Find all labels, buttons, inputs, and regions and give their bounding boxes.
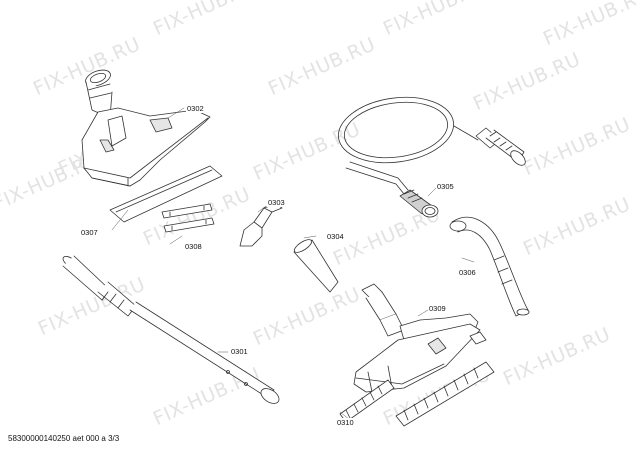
part-label-0302: 0302 [186,104,205,113]
floor-nozzle-0302 [81,69,211,187]
document-reference: 58300000140250 aet 000 a 3/3 [8,434,120,443]
part-label-0310: 0310 [336,418,355,427]
turbo-nozzle-0309 [353,283,487,393]
part-label-0303: 0303 [267,198,286,207]
crevice-tool-0304 [293,239,339,293]
part-label-0305: 0305 [436,182,455,191]
upholstery-tool-0303 [239,203,283,247]
part-label-0307: 0307 [80,228,99,237]
clips-0308 [161,203,215,233]
connector-0305 [399,189,439,218]
part-label-0301: 0301 [230,347,249,356]
part-label-0306: 0306 [458,268,477,277]
leader-lines [111,107,475,421]
handle-0306 [449,217,530,317]
part-label-0309: 0309 [428,304,447,313]
strip-0307 [109,165,223,223]
part-label-0304: 0304 [326,232,345,241]
tube-0301 [62,255,280,404]
brush-rollers-0310 [339,361,495,427]
hose-assembly [337,96,526,195]
part-label-0308: 0308 [184,242,203,251]
